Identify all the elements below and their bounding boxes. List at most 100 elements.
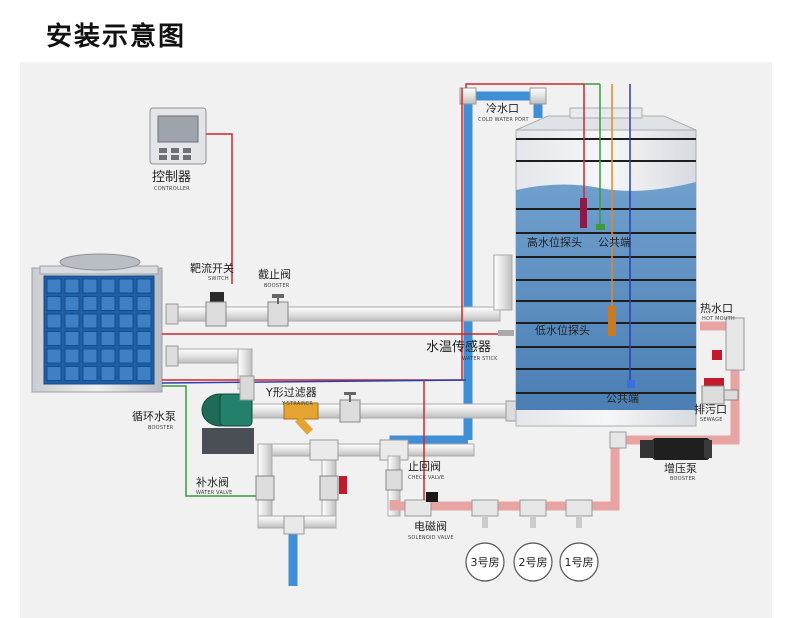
fin-cell [82,331,98,346]
page-title: 安装示意图 [46,22,187,52]
room-2: 2号房 [513,542,553,582]
fin-cell [64,331,80,346]
fin-cell [82,313,98,329]
hot-port-label: 热水口 [700,302,733,315]
fin-cell [64,313,80,329]
tank-band [516,232,696,234]
tank-band [516,368,696,370]
tank-band [516,160,696,162]
fin-cell [100,348,116,364]
check-valve-label: 止回阀 [408,459,441,473]
stop-valve-en-label: BOOSTER [264,283,290,289]
fin-cell [100,296,116,311]
sewage-label: 排污口 [694,402,727,416]
tank-band [516,256,696,258]
tank-bands [516,138,696,394]
flow-switch [205,292,227,327]
hot-water-pipe [389,317,745,528]
fin-cell [64,278,80,294]
hot-port-valve [701,350,739,405]
fin-cell [136,348,152,364]
fin-cell [46,296,62,311]
sensor-label: 水温传感器 [426,339,491,355]
fin-cell [136,313,152,329]
low-level-label: 低水位探头 [535,323,590,337]
pump-label: 循环水泵 [132,410,176,423]
refill-valve-handle [339,476,347,494]
cold-port-en-label: COLD WATER PORT [478,117,529,123]
fin-cell [100,366,116,381]
fin-cell [100,331,116,346]
controller-device [149,107,207,165]
tank-band [516,346,696,348]
fin-cell [118,366,134,381]
y-strainer [283,402,319,435]
fin-cell [46,313,62,329]
room-3-label: 3号房 [471,556,500,569]
fin-cell [82,296,98,311]
solenoid-en-label: SOLENOID VALVE [408,535,454,541]
tank-band [516,392,696,394]
check-valve-en-label: CHECK VALVE [408,475,444,481]
tank-band [516,300,696,302]
tank-band [516,208,696,210]
fin-cell [136,296,152,311]
strainer-en-label: Y-STRAINER [281,401,313,407]
fin-cell [136,331,152,346]
fin-cell [100,278,116,294]
refill-valve-en-label: WATER VALVE [196,490,233,496]
tank-band [516,138,696,140]
fin-cell [100,313,116,329]
fin-cell [118,296,134,311]
fin-cell [64,366,80,381]
fin-cell [118,348,134,364]
switch-label: 靶流开关 [190,261,234,275]
high-level-label: 高水位探头 [527,235,582,249]
fin-cell [64,296,80,311]
stop-valve [267,294,289,327]
common1-label: 公共端 [598,236,631,249]
fin-cell [46,278,62,294]
strainer-stop-valve [339,392,361,423]
grey-pipes [165,254,519,535]
booster-pump-en-label: BOOSTER [670,476,696,482]
heat-pump-fin-grid [46,278,152,381]
room-3: 3号房 [465,542,505,582]
solenoid-valve [426,492,438,502]
fin-cell [82,348,98,364]
fin-cell [136,366,152,381]
stop-valve-label: 截止阀 [258,267,291,281]
fin-cell [64,348,80,364]
common2-label: 公共端 [606,392,639,405]
fin-cell [82,366,98,381]
tank-band [516,322,696,324]
refill-valve-label: 补水阀 [196,475,229,489]
fin-cell [82,278,98,294]
heat-pump-unit [31,253,163,393]
solenoid-label: 电磁阀 [414,519,447,533]
tank-band [516,279,696,281]
controller-en-label: CONTROLLER [154,186,190,192]
room-2-label: 2号房 [519,556,548,569]
circulation-pump [201,375,255,454]
cold-port-label: 冷水口 [486,102,519,115]
strainer-label: Y形过滤器 [265,386,317,399]
fin-cell [46,348,62,364]
fin-cell [118,331,134,346]
sensor-en-label: WATER STICK [462,356,498,362]
fin-cell [46,331,62,346]
control-wires [161,83,631,500]
fin-cell [118,313,134,329]
sensor-probe [498,330,514,336]
booster-pump-label: 增压泵 [664,461,697,475]
fin-cell [118,278,134,294]
booster-pump [640,438,712,460]
room-1: 1号房 [559,542,599,582]
fin-cell [136,278,152,294]
water-tank [515,107,697,427]
hot-port-en-label: HOT MOUTH [702,316,735,322]
pump-en-label: BOOSTER [148,425,174,431]
sewage-en-label: SEWAGE [700,417,723,423]
